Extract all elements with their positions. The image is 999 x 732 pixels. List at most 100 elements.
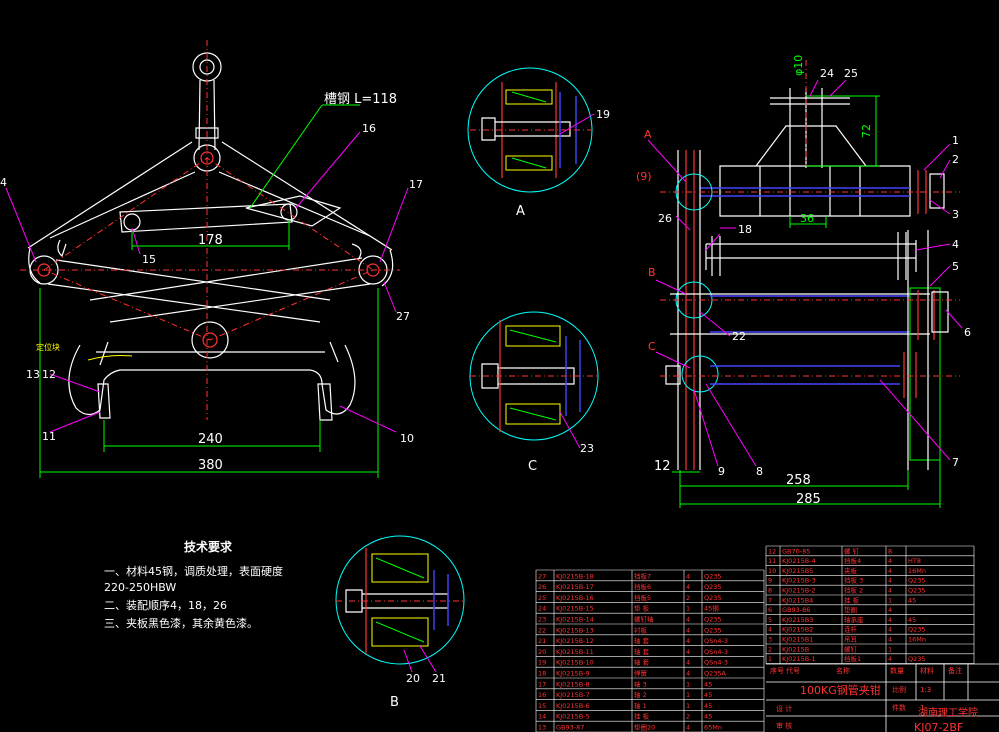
detail-b: 20 21 B	[335, 535, 465, 710]
lifting-eye-inner	[199, 59, 215, 75]
left-plate-outline	[677, 150, 701, 470]
leader-17	[379, 187, 409, 263]
bom-left-cell-mat: Q235	[704, 616, 722, 624]
bom-right-cell-code: KJ0215B-4	[782, 557, 816, 565]
title-block-grid	[766, 664, 999, 732]
bom-left-cell-no: 13	[538, 724, 546, 732]
bom-left-cell-name: 轴 套	[634, 658, 650, 667]
bom-left-cell-code: KJ0215B-12	[556, 637, 594, 645]
detail-b-circle	[335, 535, 465, 665]
bom-left-cell-mat: 45	[704, 713, 712, 721]
bom-right-cell-no: 2	[768, 645, 772, 653]
bom-left-cell-name: 垫 板	[634, 604, 650, 613]
leader-4	[5, 187, 37, 263]
bom-left-cell-qty: 4	[686, 583, 690, 591]
detail-b-label: B	[390, 695, 399, 710]
bom-right-cell-code: KJ0215B-1	[782, 655, 816, 663]
bom-left-cell-no: 24	[538, 605, 546, 613]
bom-left-cell-no: 19	[538, 659, 546, 667]
bom-left-cell-code: KJ0215B-11	[556, 648, 594, 656]
bom-left-cell-no: 27	[538, 572, 546, 580]
leader-11	[49, 411, 101, 433]
callout-21: 21	[432, 672, 446, 685]
bom-left-cell-qty: 4	[686, 670, 690, 678]
callout-12: 12	[42, 368, 56, 381]
bom-right-cell-name: 挡板 2	[844, 586, 863, 595]
leader-6	[945, 309, 963, 329]
bom-right-cell-mat: HT8	[908, 557, 921, 565]
leader-8	[705, 383, 757, 467]
bom-left-cell-qty: 1	[686, 680, 690, 688]
lifting-collar	[195, 127, 219, 139]
bom-left-cell-qty: 4	[686, 616, 690, 624]
dim-36-line	[789, 216, 827, 228]
dim-240-line	[103, 420, 321, 452]
dim-phi10-text: φ10	[792, 55, 805, 76]
tech-req-line3: 二、装配顺序4，18，26	[104, 598, 227, 612]
bom-right-cell-no: 12	[768, 547, 776, 555]
right-plate-outline	[907, 230, 929, 470]
bom-right-cell-name: 挡板4	[844, 556, 861, 565]
bom-left-cell-mat: Q235A	[704, 670, 727, 678]
bom-right-cell-qty: 4	[888, 557, 892, 565]
top-beam-ribs	[759, 166, 861, 216]
bom-right-cell-code: KJ0215B1	[782, 636, 813, 644]
dim-240-text: 240	[198, 432, 223, 447]
locating-block	[87, 355, 133, 361]
school-name: 湖南理工学院	[918, 706, 978, 719]
drawing-number: KJ07-2BF	[914, 721, 963, 732]
right-nuts	[929, 173, 949, 333]
bom-left-cell-mat: QSn4-3	[704, 659, 728, 667]
callout-4: 4	[0, 176, 7, 189]
detail-c-bushings	[505, 325, 561, 425]
bom-right-cell-name: 挡板1	[844, 654, 861, 663]
upper-arm-inner	[49, 171, 371, 239]
bom-right-cell-code: GB70-85	[782, 547, 810, 555]
lower-arm-right	[89, 257, 371, 323]
detail-c: 23 C	[469, 311, 599, 474]
detail-b-bushings	[371, 553, 429, 647]
note-locating: 定位块	[36, 342, 60, 352]
bom-left-cell-name: 挡板5	[634, 593, 651, 602]
center-pivot-pin	[202, 332, 218, 348]
callout-4s: 4	[952, 238, 959, 251]
arm-ends	[28, 247, 394, 287]
leader-13-12	[49, 373, 101, 393]
bom-right-cell-code: KJ0215B4	[782, 596, 813, 604]
bom-right-cell-no: 4	[768, 626, 772, 634]
bom-right-cell-mat: 16Mn	[908, 636, 926, 644]
callout-19: 19	[596, 108, 610, 121]
annotation-steel: 槽钢 L=118	[324, 92, 397, 107]
bom-right-cell-code: KJ0215B5	[782, 567, 813, 575]
callout-25: 25	[844, 67, 858, 80]
bom-left-cell-name: 挂 板	[634, 712, 650, 721]
bom-left-cell-code: KJ0215B-16	[556, 594, 594, 602]
bom-left-cell-name: 螺钉轴	[634, 615, 654, 624]
callout-10: 10	[400, 432, 414, 445]
bom-right-cell-no: 10	[768, 567, 776, 575]
leader-19	[559, 113, 595, 135]
bom-left-cell-mat: 45	[704, 702, 712, 710]
bom-left-cell-code: KJ0215B-6	[556, 702, 590, 710]
bom-left-cell-mat: 45	[704, 691, 712, 699]
scale-value: 1:3	[920, 686, 931, 694]
callout-26: 26	[658, 212, 672, 225]
dim-285-text: 285	[796, 492, 821, 507]
detail-c-hatch	[509, 329, 557, 421]
leader-23	[559, 411, 581, 449]
tech-req-line1: 一、材料45钢，调质处理，表面硬度	[104, 564, 283, 578]
callout-9: 9	[718, 465, 725, 478]
top-pin	[770, 97, 850, 105]
center-pivot-outer	[191, 321, 229, 359]
bom-left-cell-code: KJ0215B-13	[556, 626, 594, 634]
callout-5: 5	[952, 260, 959, 273]
leader-9	[693, 389, 719, 467]
leader-4s	[915, 243, 951, 251]
bom-left-cell-name: 轴 套	[634, 636, 650, 645]
bom-left-cell-mat: QSn4-3	[704, 637, 728, 645]
dim-380-line	[39, 288, 379, 478]
bom-left-cell-code: KJ0215B-7	[556, 691, 590, 699]
bom-left-cell-qty: 1	[686, 605, 690, 613]
